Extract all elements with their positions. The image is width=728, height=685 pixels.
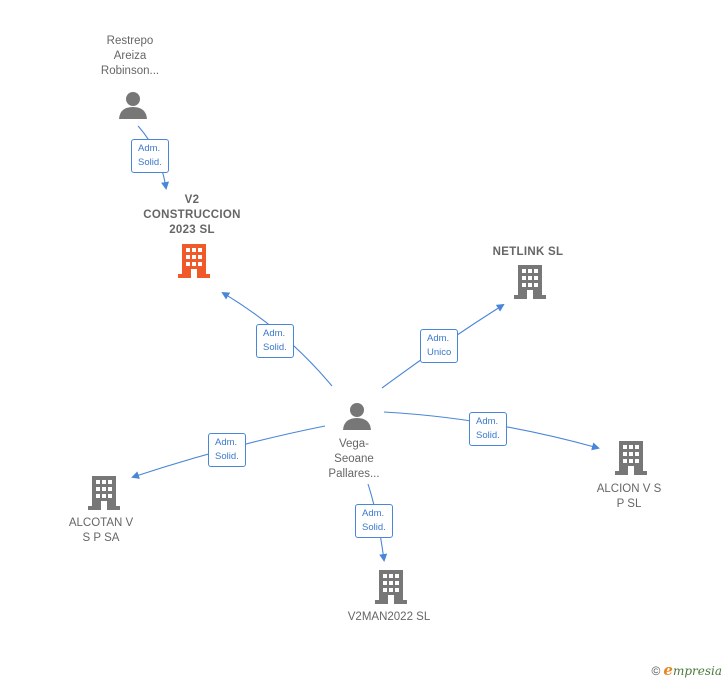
person-icon[interactable] bbox=[118, 90, 148, 120]
building-icon[interactable] bbox=[178, 244, 210, 278]
node-label-v2man[interactable]: V2MAN2022 SL bbox=[347, 611, 431, 623]
building-icon[interactable] bbox=[375, 570, 407, 604]
node-label-alcotan[interactable]: ALCOTAN V S P SA bbox=[68, 517, 134, 544]
brand-logo: ©empresia bbox=[652, 661, 722, 679]
brand-initial: e bbox=[663, 661, 673, 679]
node-label-netlink[interactable]: NETLINK SL bbox=[492, 246, 564, 258]
brand-name: mpresia bbox=[672, 664, 722, 678]
edge-label-vega-to-v2: Adm. Solid. bbox=[256, 324, 294, 358]
node-label-restrepo[interactable]: Restrepo Areiza Robinson... bbox=[100, 35, 160, 77]
node-label-vega[interactable]: Vega- Seoane Pallares... bbox=[328, 438, 380, 480]
copyright-icon: © bbox=[651, 664, 661, 678]
building-icon[interactable] bbox=[88, 476, 120, 510]
edge-label-vega-to-netlink: Adm. Unico bbox=[420, 329, 459, 363]
node-label-v2-construccion[interactable]: V2 CONSTRUCCION 2023 SL bbox=[143, 194, 241, 236]
node-label-alcion[interactable]: ALCION V S P SL bbox=[596, 483, 662, 510]
building-icon[interactable] bbox=[514, 265, 546, 299]
edge-label-vega-to-v2man: Adm. Solid. bbox=[355, 504, 393, 538]
building-icon[interactable] bbox=[615, 441, 647, 475]
person-icon[interactable] bbox=[342, 401, 372, 431]
edge-label-restrepo-to-v2: Adm. Solid. bbox=[131, 139, 169, 173]
edge-label-vega-to-alcotan: Adm. Solid. bbox=[208, 433, 246, 467]
edge-label-vega-to-alcion: Adm. Solid. bbox=[469, 412, 507, 446]
